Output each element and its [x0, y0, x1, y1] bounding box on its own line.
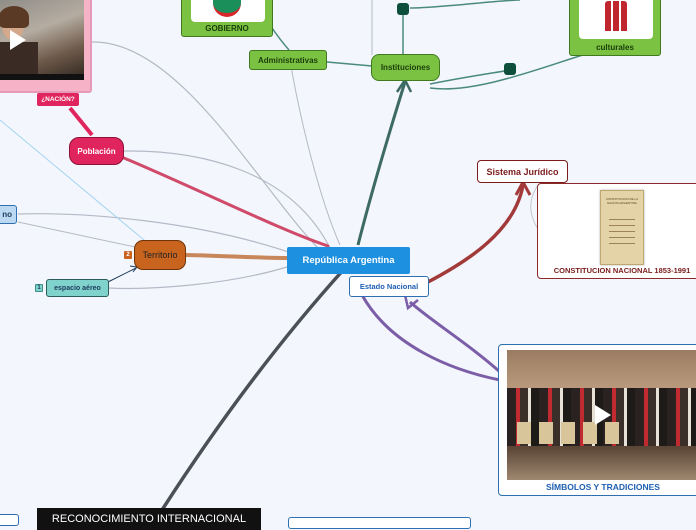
culturales-image: [579, 0, 653, 39]
poblacion-node[interactable]: Población: [69, 137, 124, 165]
video-thumbnail: [0, 0, 84, 80]
culturales-label: culturales: [596, 43, 634, 52]
sistema-juridico-node[interactable]: Sistema Jurídico: [477, 160, 568, 183]
document-title: CONSTITUCION DE LA NACION ARGENTINA: [605, 197, 639, 205]
flag-shape-icon: [213, 0, 241, 17]
drums-band: [517, 422, 627, 444]
constitucion-card[interactable]: CONSTITUCION DE LA NACION ARGENTINA CONS…: [537, 183, 696, 279]
constitucion-caption: CONSTITUCION NACIONAL 1853-1991: [553, 266, 691, 275]
badge-espacio-aereo: 1: [35, 284, 43, 292]
gobierno-label: GOBIERNO: [205, 24, 249, 33]
bottom-node-truncated[interactable]: [288, 517, 471, 529]
gobierno-card[interactable]: GOBIERNO: [181, 0, 273, 37]
administrativas-node[interactable]: Administrativas: [249, 50, 327, 70]
bottom-strip: [0, 74, 84, 80]
left-node-truncated[interactable]: no: [0, 205, 17, 224]
play-icon[interactable]: [595, 405, 611, 425]
collapsed-marker[interactable]: [397, 3, 409, 15]
simbolos-card[interactable]: SÍMBOLOS Y TRADICIONES: [498, 344, 696, 496]
gobierno-image: [191, 0, 265, 22]
person-hair: [0, 6, 29, 28]
instituciones-node[interactable]: Instituciones: [371, 54, 440, 81]
reconocimiento-node[interactable]: RECONOCIMIENTO INTERNACIONAL: [37, 508, 261, 530]
constitucion-document-image: CONSTITUCION DE LA NACION ARGENTINA: [600, 190, 644, 265]
nacion-tag[interactable]: ¿NACIÓN?: [37, 93, 79, 106]
document-lines: [609, 219, 635, 249]
culturales-card[interactable]: culturales: [569, 0, 661, 56]
central-node[interactable]: República Argentina: [287, 247, 410, 274]
badge-territorio: 2: [124, 251, 132, 259]
simbolos-caption: SÍMBOLOS Y TRADICIONES: [546, 482, 660, 492]
estado-nacional-node[interactable]: Estado Nacional: [349, 276, 429, 297]
play-icon[interactable]: [10, 30, 26, 50]
simbolos-video-thumbnail: [507, 350, 696, 480]
video-card-nacion[interactable]: [0, 0, 92, 93]
building-icon: [605, 1, 627, 31]
territorio-node[interactable]: Territorio: [134, 240, 186, 270]
collapsed-marker[interactable]: [504, 63, 516, 75]
bottom-left-node-truncated[interactable]: [0, 514, 19, 526]
espacio-aereo-node[interactable]: espacio aéreo: [46, 279, 109, 297]
